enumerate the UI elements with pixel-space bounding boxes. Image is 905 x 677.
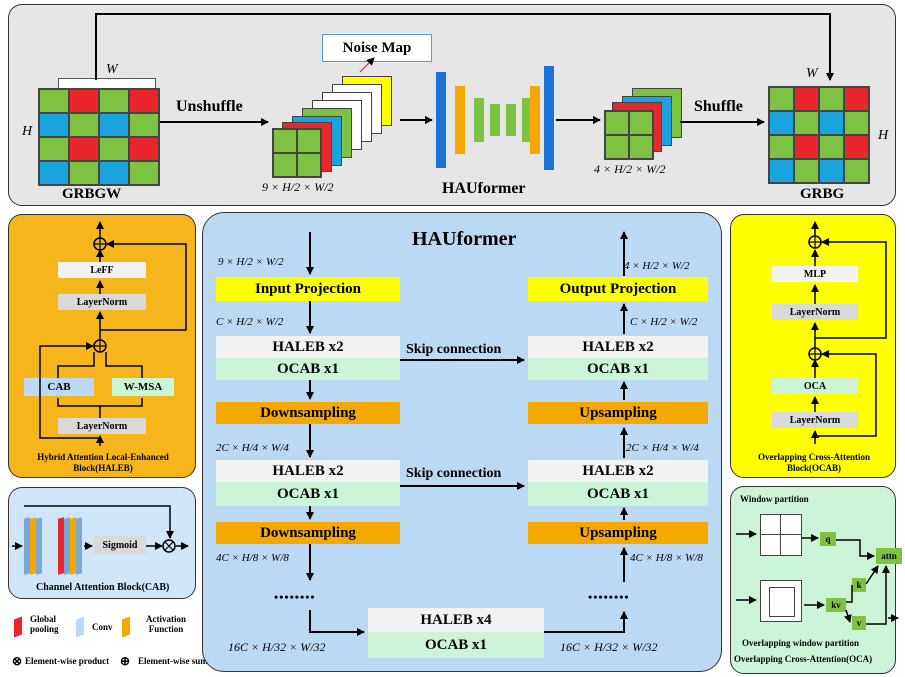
haleb-x4-box: HALEB x4 xyxy=(368,608,544,632)
input-mosaic xyxy=(38,88,160,186)
input-h-label: H xyxy=(22,124,33,139)
unshuffle-label: Unshuffle xyxy=(176,98,243,115)
center-dim-4c-left: 4C × H/8 × W/8 xyxy=(216,552,289,564)
output-h-label: H xyxy=(878,128,889,143)
downsampling-box-1: Downsampling xyxy=(216,402,400,424)
window-k-box: k xyxy=(852,578,866,592)
legend-sum-icon: ⊕ xyxy=(120,654,131,668)
skip-connection-label-2: Skip connection xyxy=(406,466,502,481)
dots-right: •••••••• xyxy=(588,590,630,604)
overlap-grid xyxy=(760,580,802,622)
ocab-x1-right-1: OCAB x1 xyxy=(528,358,708,380)
ocab-x1-left-2: OCAB x1 xyxy=(216,482,400,506)
center-dim-2c-right: 2C × H/4 × W/4 xyxy=(626,442,699,454)
haleb-layernorm-top: LayerNorm xyxy=(58,294,146,310)
center-dim-c-right: C × H/2 × W/2 xyxy=(630,316,698,328)
center-dim-out: 4 × H/2 × W/2 xyxy=(624,260,690,272)
center-dim-c-left: C × H/2 × W/2 xyxy=(216,316,284,328)
ocab-oca-box: OCA xyxy=(772,378,858,394)
legend-sum-label: Element-wise sum xyxy=(138,656,208,666)
input-label: GRBGW xyxy=(62,186,122,202)
window-title: Window partition xyxy=(740,494,809,504)
channel-stack xyxy=(268,70,408,180)
legend-activation-label: Activation Function xyxy=(146,614,186,634)
net-bar-7 xyxy=(530,86,540,154)
upsampling-box-2: Upsampling xyxy=(528,522,708,544)
shuffle-label: Shuffle xyxy=(694,98,743,115)
net-bar-4 xyxy=(490,104,500,136)
ocab-layernorm-bottom: LayerNorm xyxy=(772,412,858,428)
window-grid xyxy=(760,514,802,556)
haleb-x2-right-2: HALEB x2 xyxy=(528,460,708,482)
ocab-x1-left-1: OCAB x1 xyxy=(216,358,400,380)
haleb-layernorm-bottom: LayerNorm xyxy=(58,418,146,434)
center-title: HAUformer xyxy=(412,228,517,250)
center-dim-in: 9 × H/2 × W/2 xyxy=(218,256,284,268)
dots-left: •••••••• xyxy=(274,590,316,604)
haleb-x2-left-2: HALEB x2 xyxy=(216,460,400,482)
input-w-label: W xyxy=(106,62,118,77)
net-bar-5 xyxy=(506,104,516,136)
noise-map-box: Noise Map xyxy=(322,34,432,62)
net-bar-3 xyxy=(474,98,484,142)
center-dim-4c-right: 4C × H/8 × W/8 xyxy=(630,552,703,564)
haleb-wmsa-box: W-MSA xyxy=(112,378,174,396)
haleb-cab-box: CAB xyxy=(24,378,94,396)
haleb-leff-box: LeFF xyxy=(58,262,146,278)
ocab-mlp-box: MLP xyxy=(772,266,858,282)
ocab-layernorm-top: LayerNorm xyxy=(772,304,858,320)
upsampling-box-1: Upsampling xyxy=(528,402,708,424)
window-q-box: q xyxy=(820,532,836,546)
dim-in-label: 9 × H/2 × W/2 xyxy=(262,180,334,194)
haleb-x2-left-1: HALEB x2 xyxy=(216,336,400,358)
legend-product-icon: ⊗ xyxy=(12,654,23,668)
output-w-label: W xyxy=(806,66,818,81)
window-v-box: v xyxy=(852,616,866,630)
output-label: GRBG xyxy=(800,186,845,202)
ocab-caption: Overlapping Cross-Attention Block(OCAB) xyxy=(757,452,871,473)
window-kv-box: kv xyxy=(826,598,846,612)
net-bar-1 xyxy=(436,72,446,168)
window-caption: Overlapping Cross-Attention(OCA) xyxy=(734,654,873,664)
legend-conv-label: Conv xyxy=(92,622,113,632)
dim-out-label: 4 × H/2 × W/2 xyxy=(594,162,666,176)
net-bar-8 xyxy=(544,66,554,170)
cab-caption: Channel Attention Block(CAB) xyxy=(36,582,170,593)
center-dim-16c-right: 16C × H/32 × W/32 xyxy=(560,640,658,654)
skip-connection-label-1: Skip connection xyxy=(406,342,502,357)
overlap-label: Overlapping window partition xyxy=(742,638,860,648)
output-mosaic xyxy=(768,86,870,184)
net-bar-2 xyxy=(455,86,465,154)
output-projection-box: Output Projection xyxy=(528,277,708,301)
downsampling-box-2: Downsampling xyxy=(216,522,400,544)
input-projection-box: Input Projection xyxy=(216,277,400,301)
legend-pooling-label: Global pooling xyxy=(30,614,59,634)
ocab-x1-right-2: OCAB x1 xyxy=(528,482,708,506)
ocab-x1-bottom: OCAB x1 xyxy=(368,632,544,658)
haleb-caption: Hybrid Attention Local-Enhanced Block(HA… xyxy=(37,452,169,473)
net-bar-6 xyxy=(522,98,532,142)
window-attn-box: attn xyxy=(876,548,902,564)
haleb-x2-right-1: HALEB x2 xyxy=(528,336,708,358)
noise-map-label: Noise Map xyxy=(342,39,412,56)
hauformer-label: HAUformer xyxy=(442,180,526,197)
output-stack xyxy=(600,84,682,164)
legend-product-label: Element-wise product xyxy=(25,656,110,666)
center-dim-2c-left: 2C × H/4 × W/4 xyxy=(216,442,289,454)
center-dim-16c-left: 16C × H/32 × W/32 xyxy=(228,640,326,654)
cab-sigmoid-box: Sigmoid xyxy=(94,536,146,554)
